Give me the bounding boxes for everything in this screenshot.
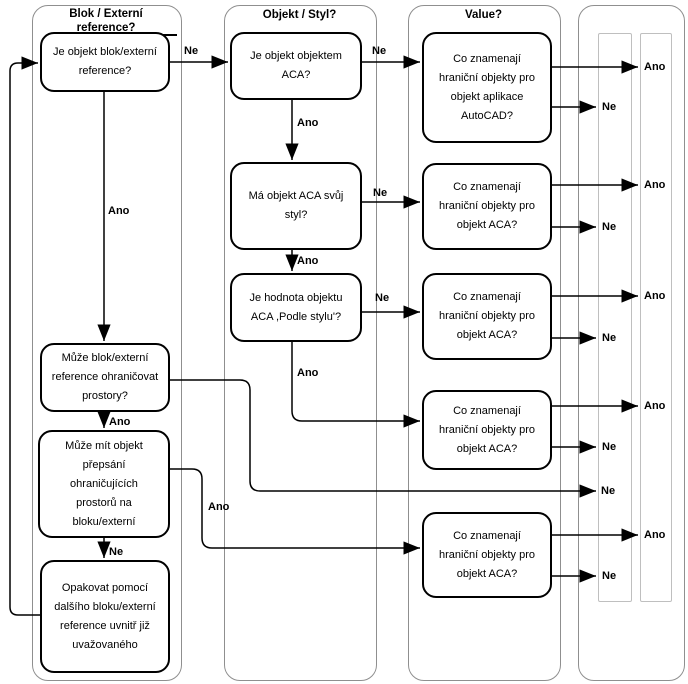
- edge-label-ano: Ano: [297, 117, 319, 129]
- edge-label-ne: Ne: [372, 45, 387, 57]
- node-opakovat-pomoci: Opakovat pomocí dalšího bloku/externí re…: [40, 560, 170, 673]
- edge-label-ano: Ano: [644, 290, 666, 302]
- edge-label-ne: Ne: [602, 441, 617, 453]
- node-je-objekt-blok-externi: Je objekt blok/externí reference?: [40, 32, 170, 92]
- terminal-column-ano: [640, 33, 672, 602]
- edge-label-ano: Ano: [644, 400, 666, 412]
- node-value-aca-3: Co znamenají hraniční objekty pro objekt…: [422, 390, 552, 470]
- lane-result: [578, 5, 685, 681]
- node-muze-blok-ohranicovat: Může blok/externí reference ohraničovat …: [40, 343, 170, 412]
- edge-label-ne: Ne: [602, 570, 617, 582]
- edge-label-ano: Ano: [644, 61, 666, 73]
- edge-label-ne: Ne: [373, 187, 388, 199]
- edge-label-ano: Ano: [109, 416, 131, 428]
- node-je-hodnota-podle-stylu: Je hodnota objektu ACA ,Podle stylu'?: [230, 273, 362, 342]
- node-value-aca-1: Co znamenají hraniční objekty pro objekt…: [422, 163, 552, 250]
- terminal-column-ne: [598, 33, 632, 602]
- edge-label-ne: Ne: [602, 221, 617, 233]
- lane-title-value: Value?: [464, 9, 503, 21]
- edge-label-ano: Ano: [297, 367, 319, 379]
- edge-label-ne: Ne: [602, 101, 617, 113]
- edge-label-ne: Ne: [109, 546, 124, 558]
- edge-label-ano: Ano: [297, 255, 319, 267]
- edge-label-ano: Ano: [644, 179, 666, 191]
- lane-objekt-styl: [224, 5, 377, 681]
- edge-label-ano: Ano: [208, 501, 230, 513]
- node-value-aca-2: Co znamenají hraniční objekty pro objekt…: [422, 273, 552, 360]
- node-muze-mit-prepsani: Může mít objekt přepsání ohraničujících …: [38, 430, 170, 538]
- edge-label-ne: Ne: [601, 485, 616, 497]
- node-value-aca-4: Co znamenají hraniční objekty pro objekt…: [422, 512, 552, 598]
- node-je-objekt-objektem-aca: Je objekt objektem ACA?: [230, 32, 362, 100]
- node-ma-objekt-aca-styl: Má objekt ACA svůj styl?: [230, 162, 362, 250]
- lane-title-blok-externi: Blok / Externí reference?: [69, 8, 143, 34]
- edge-label-ano: Ano: [108, 205, 130, 217]
- edge-label-ne: Ne: [184, 45, 199, 57]
- lane-title-objekt-styl: Objekt / Styl?: [262, 9, 337, 21]
- edge-label-ne: Ne: [375, 292, 390, 304]
- node-value-autocad: Co znamenají hraniční objekty pro objekt…: [422, 32, 552, 143]
- edge-label-ano: Ano: [644, 529, 666, 541]
- edge-label-ne: Ne: [602, 332, 617, 344]
